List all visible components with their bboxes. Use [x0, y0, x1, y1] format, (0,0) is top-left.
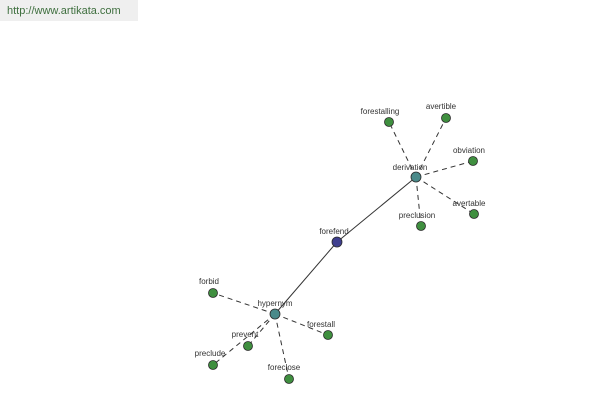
- node-forefend[interactable]: [331, 236, 343, 248]
- label-avertable: avertable: [453, 199, 486, 208]
- label-forestall: forestall: [307, 320, 335, 329]
- edge-hypernym-foreclose: [274, 313, 290, 380]
- label-derivation: derivation: [393, 163, 428, 172]
- label-avertible: avertible: [426, 102, 457, 111]
- edge-forefend-hypernym: [274, 241, 338, 315]
- edge-hypernym-prevent: [247, 313, 276, 347]
- label-forefend: forefend: [319, 227, 348, 236]
- node-prevent[interactable]: [243, 341, 253, 351]
- label-preclude: preclude: [195, 349, 226, 358]
- label-forbid: forbid: [199, 277, 219, 286]
- node-avertable[interactable]: [469, 209, 479, 219]
- label-obviation: obviation: [453, 146, 485, 155]
- edge-derivation-obviation: [415, 160, 474, 178]
- node-avertible[interactable]: [441, 113, 451, 123]
- edge-derivation-avertable: [415, 176, 475, 215]
- label-foreclose: foreclose: [268, 363, 301, 372]
- node-preclude[interactable]: [208, 360, 218, 370]
- edge-derivation-forestalling: [388, 121, 417, 178]
- node-foreclose[interactable]: [284, 374, 294, 384]
- node-obviation[interactable]: [468, 156, 478, 166]
- label-preclusion: preclusion: [399, 211, 435, 220]
- url-bar: http://www.artikata.com: [0, 0, 138, 21]
- node-forestalling[interactable]: [384, 117, 394, 127]
- node-forestall[interactable]: [323, 330, 333, 340]
- label-hypernym: hypernym: [257, 299, 292, 308]
- edge-forefend-derivation: [336, 176, 417, 243]
- edge-hypernym-forestall: [274, 313, 329, 336]
- label-forestalling: forestalling: [361, 107, 400, 116]
- site-url-link[interactable]: http://www.artikata.com: [7, 5, 121, 17]
- edge-hypernym-preclude: [212, 313, 276, 366]
- edge-derivation-avertible: [415, 117, 447, 178]
- node-hypernym[interactable]: [269, 308, 281, 320]
- node-preclusion[interactable]: [416, 221, 426, 231]
- node-derivation[interactable]: [410, 171, 422, 183]
- label-prevent: prevent: [232, 330, 259, 339]
- node-forbid[interactable]: [208, 288, 218, 298]
- edge-hypernym-forbid: [212, 292, 276, 315]
